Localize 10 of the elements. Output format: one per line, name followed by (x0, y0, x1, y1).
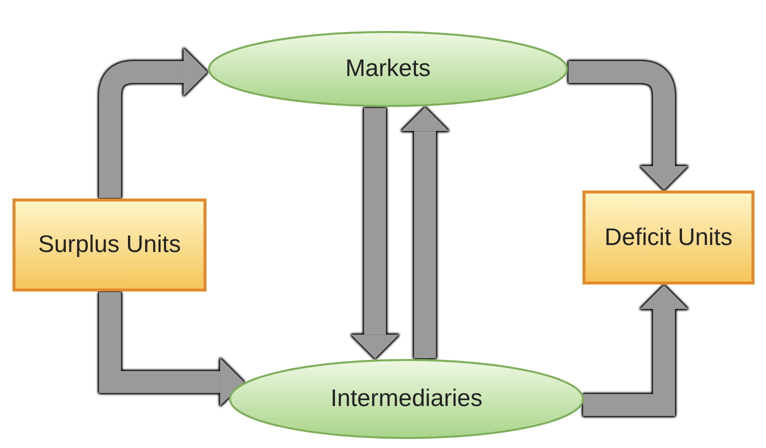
node-label: Markets (345, 54, 431, 84)
ellipse-node (228, 358, 585, 440)
node-label: Intermediaries (330, 384, 483, 414)
rectangle-node (12, 198, 207, 292)
rectangle-node (582, 190, 755, 285)
block-arrow (351, 108, 399, 359)
ellipse-node (207, 30, 569, 108)
block-arrow (401, 107, 449, 358)
node-label: Deficit Units (603, 222, 734, 252)
node-label: Surplus Units (37, 230, 182, 260)
